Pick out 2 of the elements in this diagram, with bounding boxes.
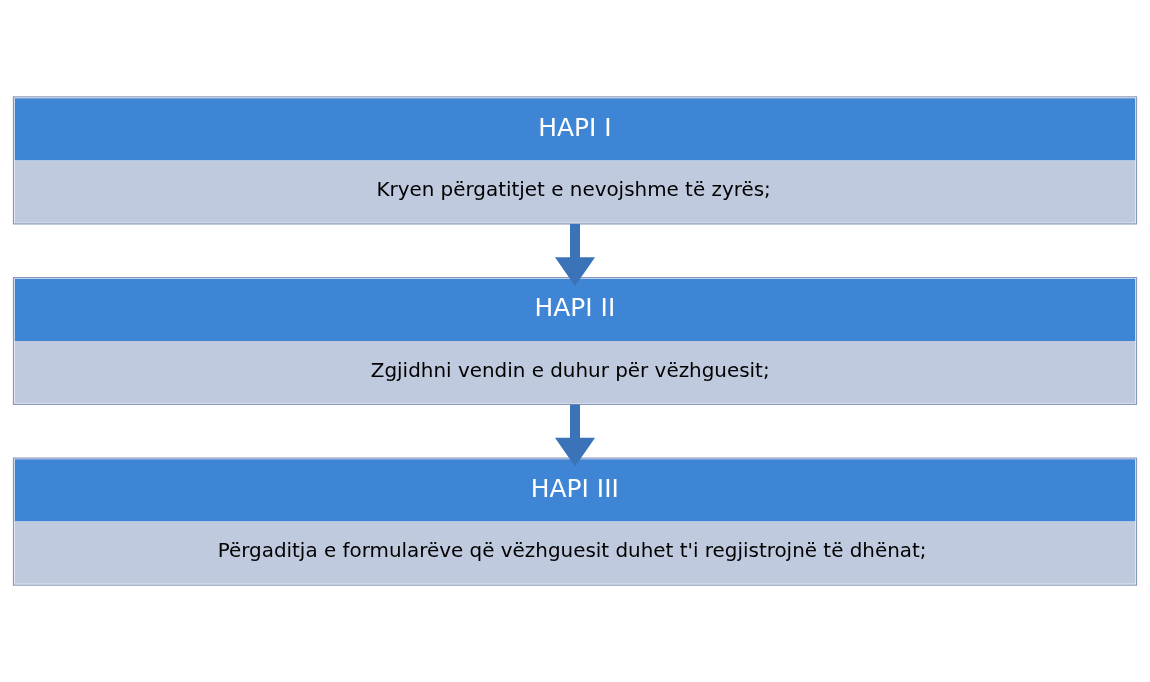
arrow xyxy=(554,224,596,286)
arrow xyxy=(554,404,596,467)
